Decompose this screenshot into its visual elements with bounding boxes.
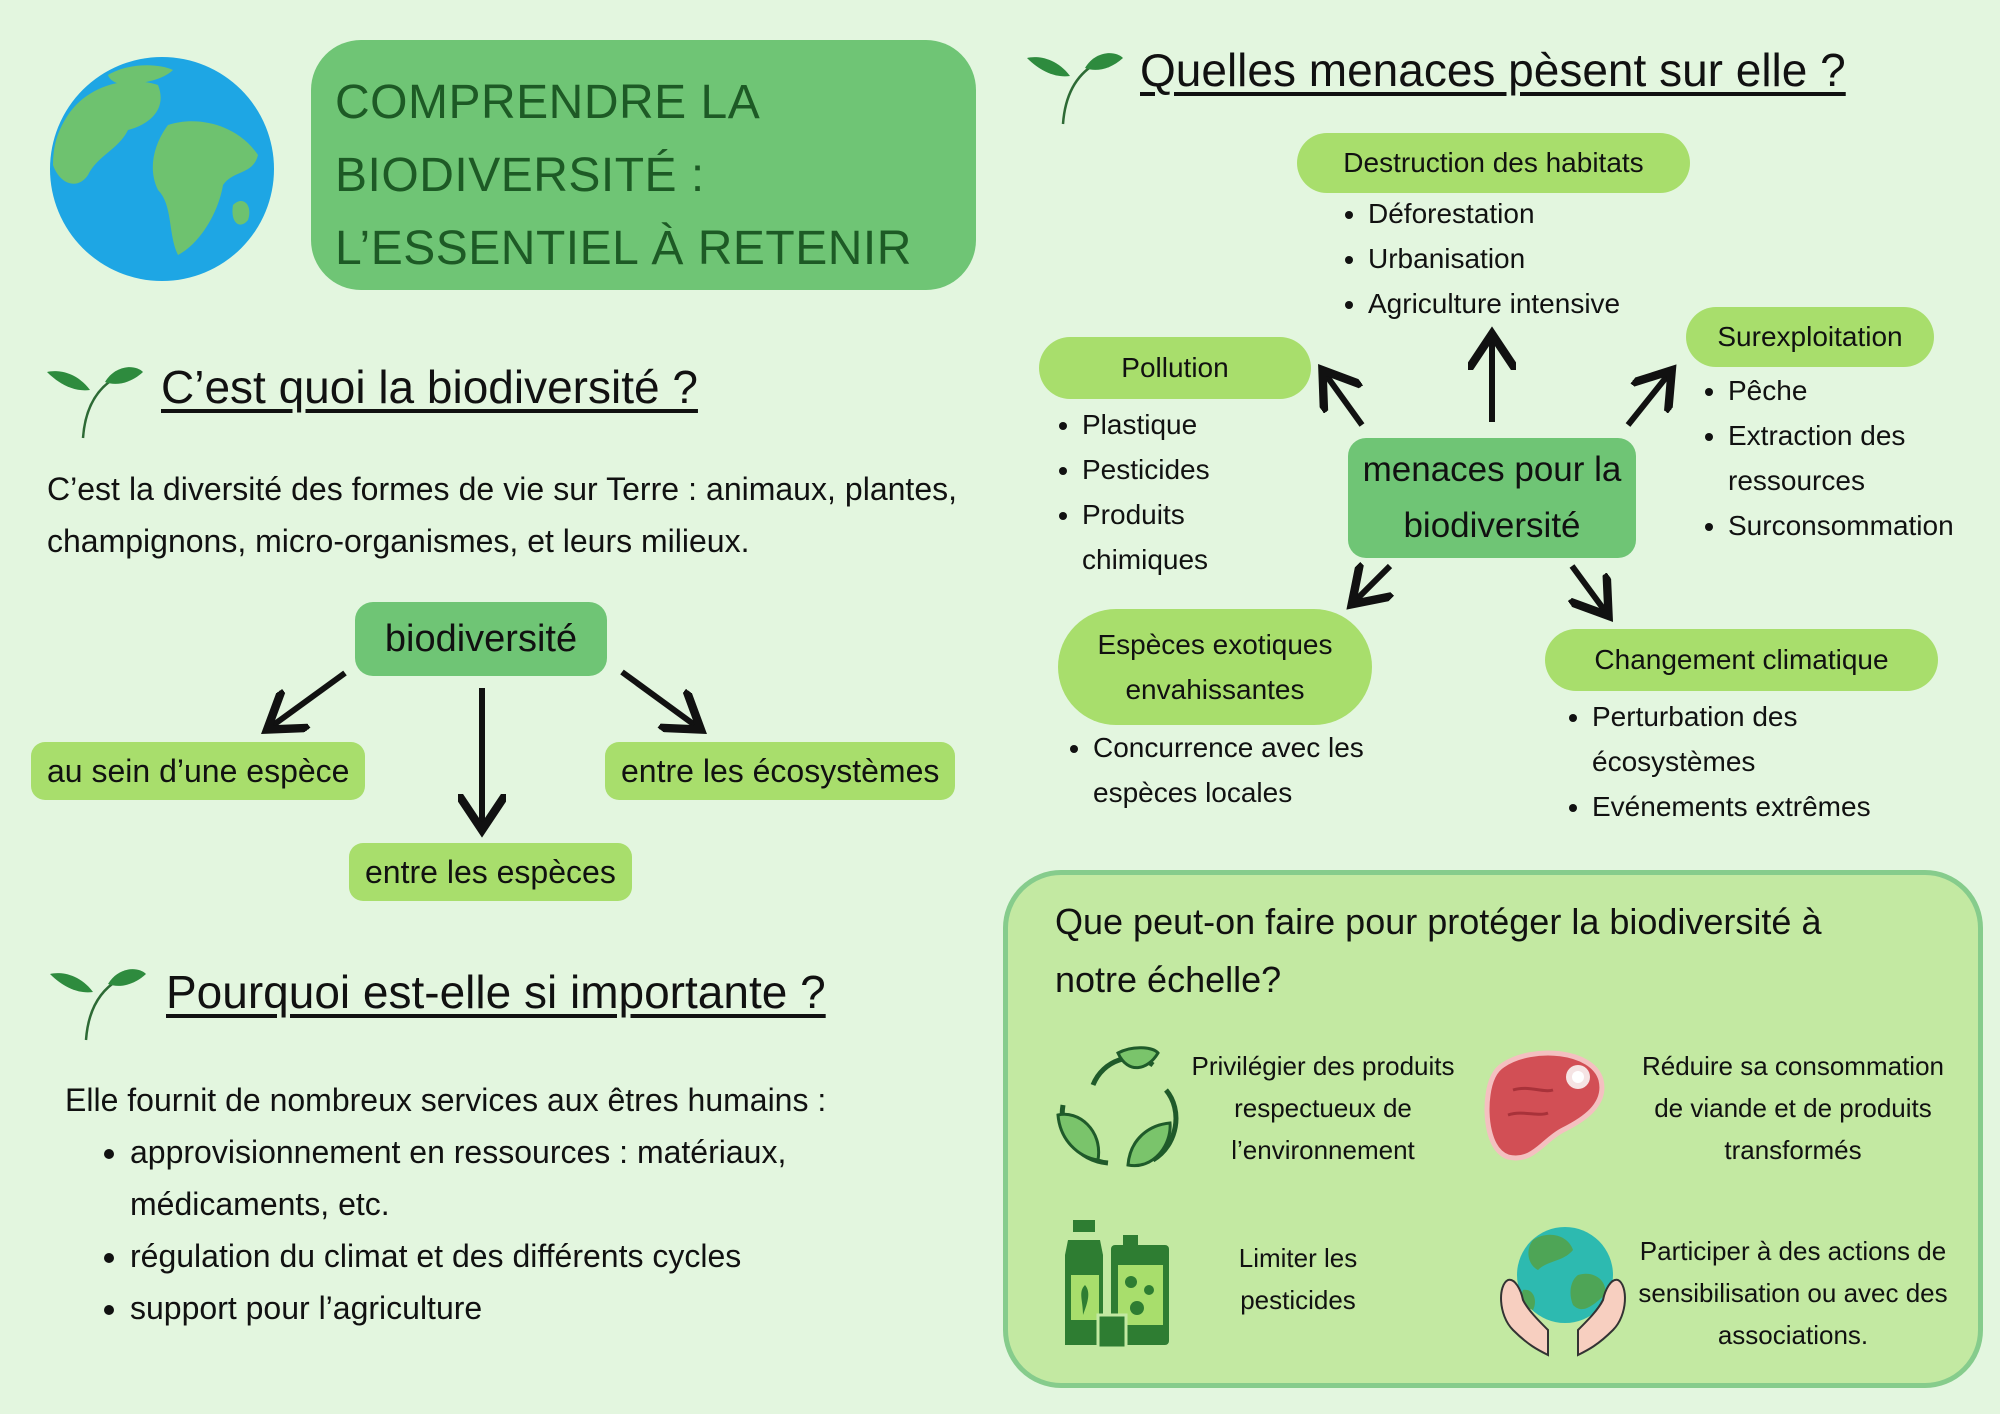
list-item: Pesticides: [1082, 447, 1302, 492]
earth-in-hands-icon: [1500, 1227, 1626, 1357]
list-item: Déforestation: [1368, 191, 1708, 236]
actions-title: Que peut-on faire pour protéger la biodi…: [1055, 901, 1822, 1000]
threat-climat-label: Changement climatique: [1545, 629, 1938, 691]
threat-especes-list: Concurrence avec les espèces locales: [1051, 725, 1433, 815]
list-item: Produits chimiques: [1082, 492, 1302, 582]
list-item: Concurrence avec les espèces locales: [1093, 725, 1433, 815]
actions-panel: Que peut-on faire pour protéger la biodi…: [1003, 870, 1983, 1388]
recycle-leaves-icon: [1056, 1046, 1179, 1168]
sprout-icon: [50, 969, 146, 1041]
list-item: approvisionnement en ressources : matéri…: [130, 1126, 890, 1230]
threat-pollution-label: Pollution: [1039, 337, 1311, 399]
sprout-icon: [1027, 53, 1123, 125]
threats-center-node: menaces pour la biodiversité: [1348, 438, 1636, 558]
list-item: régulation du climat et des différents c…: [130, 1230, 890, 1282]
biodiversite-arrows: [0, 669, 1000, 900]
section-heading-why: Pourquoi est-elle si importante ?: [166, 966, 826, 1018]
list-item: Agriculture intensive: [1368, 281, 1708, 326]
arrow-surexploitation: [1625, 375, 1668, 427]
list-item: Evénements extrêmes: [1592, 784, 1912, 829]
threat-destruction-label: Destruction des habitats: [1297, 133, 1690, 193]
action-limit-pesticides: Limiter les pesticides: [1238, 1243, 1358, 1315]
meat-icon: [1484, 1050, 1605, 1161]
services-list: approvisionnement en ressources : matéri…: [88, 1126, 890, 1334]
threat-surexploitation-list: Pêche Extraction des ressources Surconso…: [1686, 368, 2000, 548]
list-item: Plastique: [1082, 402, 1302, 447]
branch-between-species: entre les espèces: [349, 843, 632, 901]
arrow-pollution: [1326, 375, 1365, 427]
action-eco-products: Privilégier des produits respectueux de …: [1191, 1051, 1455, 1165]
branch-within-species: au sein d’une espèce: [31, 742, 366, 800]
sprout-icon: [47, 367, 143, 439]
list-item: Extraction des ressources: [1728, 413, 2000, 503]
list-item: Urbanisation: [1368, 236, 1708, 281]
arrow-right: [620, 669, 696, 726]
branch-between-ecosystems: entre les écosystèmes: [605, 742, 956, 800]
definition-text: C’est la diversité des formes de vie sur…: [47, 471, 957, 559]
arrow-climat: [1572, 564, 1605, 611]
section-heading-threats: Quelles menaces pèsent sur elle ?: [1140, 44, 1846, 96]
threat-destruction-list: Déforestation Urbanisation Agriculture i…: [1326, 191, 1708, 326]
pesticide-bottles-icon: [1065, 1220, 1169, 1350]
list-item: Surconsommation: [1728, 503, 2000, 548]
globe-icon: [50, 57, 274, 281]
threat-surexploitation-label: Surexploitation: [1686, 307, 1934, 367]
threat-climat-list: Perturbation des écosystèmes Evénements …: [1550, 694, 1912, 829]
section-heading-what: C’est quoi la biodiversité ?: [161, 361, 698, 413]
arrow-left: [272, 670, 347, 726]
action-awareness: Participer à des actions de sensibilisat…: [1638, 1236, 1948, 1350]
services-intro: Elle fournit de nombreux services aux êt…: [65, 1082, 827, 1118]
list-item: Perturbation des écosystèmes: [1592, 694, 1912, 784]
threat-arrows: [0, 0, 2000, 900]
threat-pollution-list: Plastique Pesticides Produits chimiques: [1040, 402, 1302, 582]
list-item: Pêche: [1728, 368, 2000, 413]
biodiversite-node: biodiversité: [355, 602, 607, 676]
arrow-especes: [1356, 566, 1390, 600]
action-less-meat: Réduire sa consommation de viande et de …: [1641, 1051, 1945, 1165]
threat-especes-label: Espèces exotiques envahissantes: [1058, 609, 1372, 725]
list-item: support pour l’agriculture: [130, 1282, 890, 1334]
